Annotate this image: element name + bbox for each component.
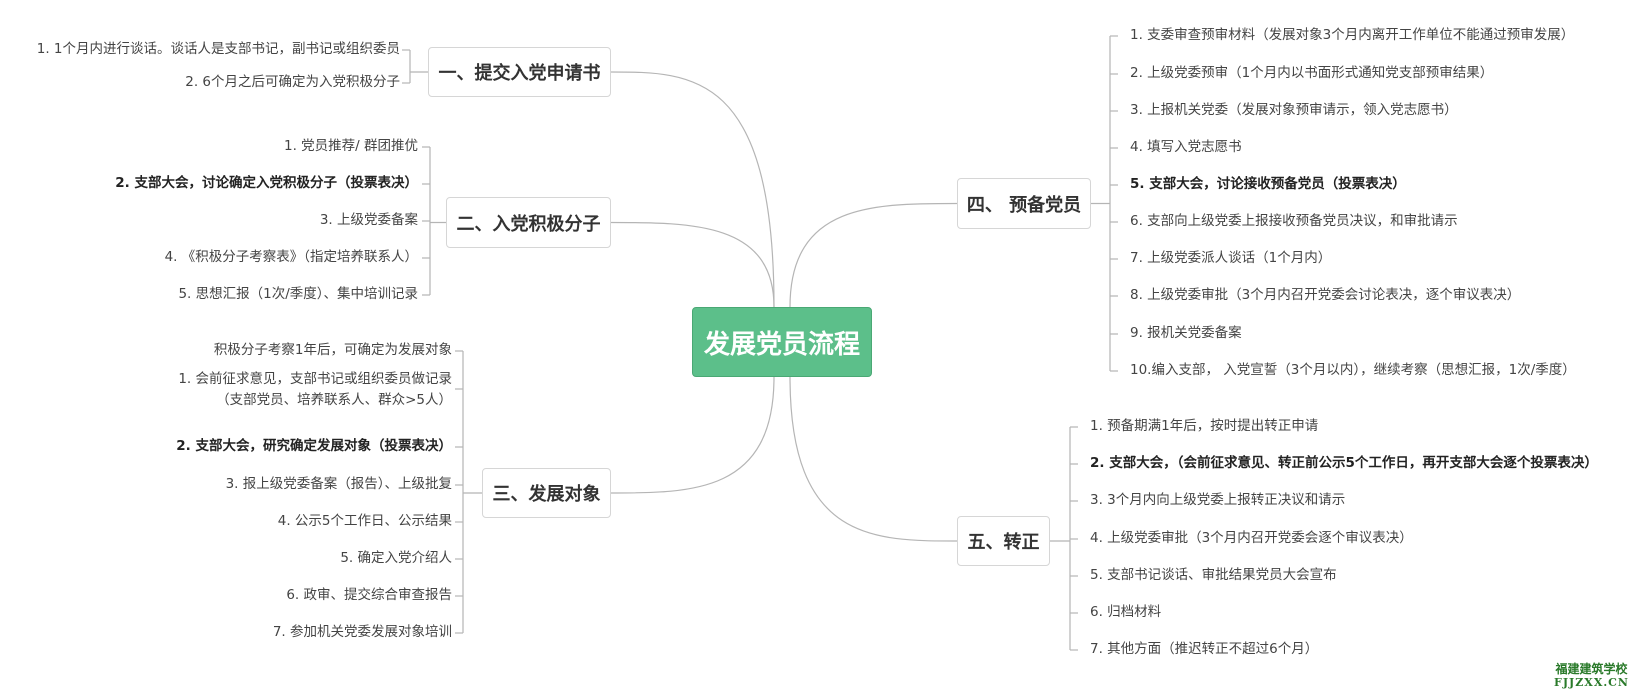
branch-5-item-7: 7. 其他方面（推迟转正不超过6个月）	[1090, 639, 1318, 659]
item-text: 4. 公示5个工作日、公示结果	[277, 513, 452, 529]
branch-4-item-5: 5. 支部大会，讨论接收预备党员（投票表决）	[1130, 174, 1406, 194]
item-text: 5. 支部书记谈话、审批结果党员大会宣布	[1090, 567, 1337, 583]
branch-5-item-6: 6. 归档材料	[1090, 602, 1161, 622]
branch-4-item-6: 6. 支部向上级党委上报接收预备党员决议，和审批请示	[1130, 211, 1458, 231]
branch-4-item-4: 4. 填写入党志愿书	[1130, 137, 1242, 157]
branch-connector-1	[610, 71, 775, 308]
item-text: 积极分子考察1年后，可确定为发展对象	[213, 342, 452, 358]
branch-node-4: 四、 预备党员	[957, 178, 1091, 229]
branch-3-item-2: 1. 会前征求意见，支部书记或组织委员做记录 （支部党员、培养联系人、群众>5人）	[178, 369, 452, 410]
branch-3-item-7: 6. 政审、提交综合审查报告	[286, 585, 452, 605]
watermark-line1: 福建建筑学校	[1555, 662, 1628, 676]
item-text: 2. 支部大会，（会前征求意见、转正前公示5个工作日，再开支部大会逐个投票表决）	[1090, 455, 1598, 471]
item-text: 5. 确定入党介绍人	[340, 550, 452, 566]
item-text: 4. 上级党委审批（3个月内召开党委会逐个审议表决）	[1090, 530, 1413, 546]
item-text: 3. 3个月内向上级党委上报转正决议和请示	[1090, 492, 1346, 508]
item-text: 7. 其他方面（推迟转正不超过6个月）	[1090, 641, 1319, 657]
item-text: 2. 支部大会，讨论确定入党积极分子（投票表决）	[115, 175, 418, 191]
branch-4-item-10: 10.编入支部， 入党宣誓（3个月以内），继续考察（思想汇报，1次/季度）	[1130, 360, 1576, 380]
branch-5-item-2: 2. 支部大会，（会前征求意见、转正前公示5个工作日，再开支部大会逐个投票表决）	[1090, 453, 1598, 473]
item-text: 4. 《积极分子考察表》（指定培养联系人）	[164, 249, 418, 265]
item-text: 6. 归档材料	[1090, 604, 1162, 620]
branch-4-item-7: 7. 上级党委派人谈话（1个月内）	[1130, 248, 1331, 268]
item-text: 1. 支委审查预审材料（发展对象3个月内离开工作单位不能通过预审发展）	[1130, 27, 1575, 43]
branch-3-item-8: 7. 参加机关党委发展对象培训	[273, 622, 452, 642]
branch-5-item-5: 5. 支部书记谈话、审批结果党员大会宣布	[1090, 565, 1337, 585]
branch-5-item-3: 3. 3个月内向上级党委上报转正决议和请示	[1090, 490, 1345, 510]
item-text: 1. 党员推荐/ 群团推优	[283, 138, 418, 154]
branch-3-item-1: 积极分子考察1年后，可确定为发展对象	[214, 340, 452, 360]
item-text: 3. 上级党委备案	[319, 212, 418, 228]
branch-5-item-1: 1. 预备期满1年后，按时提出转正申请	[1090, 416, 1318, 436]
item-text: 3. 报上级党委备案（报告）、上级批复	[225, 476, 452, 492]
root-node: 发展党员流程	[692, 307, 872, 377]
branch-5-item-4: 4. 上级党委审批（3个月内召开党委会逐个审议表决）	[1090, 528, 1413, 548]
item-text: 10.编入支部， 入党宣誓（3个月以内），继续考察（思想汇报，1次/季度）	[1130, 362, 1576, 378]
item-text: 7. 参加机关党委发展对象培训	[272, 624, 452, 640]
branch-4-item-2: 2. 上级党委预审（1个月内以书面形式通知党支部预审结果）	[1130, 63, 1493, 83]
item-text: 6. 政审、提交综合审查报告	[286, 587, 452, 603]
watermark-line2: FJJZXX.CN	[1554, 676, 1629, 689]
item-text: 5. 支部大会，讨论接收预备党员（投票表决）	[1130, 176, 1406, 192]
branch-2-item-4: 4. 《积极分子考察表》（指定培养联系人）	[165, 247, 418, 267]
item-text: 2. 上级党委预审（1个月内以书面形式通知党支部预审结果）	[1130, 65, 1494, 81]
branch-3-item-6: 5. 确定入党介绍人	[340, 548, 452, 568]
branch-4-item-3: 3. 上报机关党委（发展对象预审请示，领入党志愿书）	[1130, 100, 1458, 120]
branch-2-item-3: 3. 上级党委备案	[320, 210, 418, 230]
branch-2-item-1: 1. 党员推荐/ 群团推优	[284, 136, 418, 156]
item-text: 5. 思想汇报（1次/季度）、集中培训记录	[178, 286, 418, 302]
item-text: 1. 会前征求意见，支部书记或组织委员做记录	[178, 371, 452, 387]
item-text: 3. 上报机关党委（发展对象预审请示，领入党志愿书）	[1130, 102, 1458, 118]
branch-node-3: 三、发展对象	[482, 468, 611, 518]
item-text: 6. 支部向上级党委上报接收预备党员决议，和审批请示	[1130, 213, 1458, 229]
branch-connector-5	[789, 376, 958, 542]
branch-4-item-8: 8. 上级党委审批（3个月内召开党委会讨论表决，逐个审议表决）	[1130, 285, 1520, 305]
branch-2-item-2: 2. 支部大会，讨论确定入党积极分子（投票表决）	[115, 173, 418, 193]
branch-1-item-1: 1. 1个月内进行谈话。谈话人是支部书记，副书记或组织委员	[37, 39, 400, 59]
item-text: 2. 支部大会，研究确定发展对象（投票表决）	[176, 438, 452, 454]
branch-connector-3	[610, 376, 775, 494]
branch-4-item-1: 1. 支委审查预审材料（发展对象3个月内离开工作单位不能通过预审发展）	[1130, 25, 1574, 45]
item-text: 2. 6个月之后可确定为入党积极分子	[185, 74, 400, 90]
item-text: 9. 报机关党委备案	[1130, 325, 1242, 341]
branch-3-item-5: 4. 公示5个工作日、公示结果	[278, 511, 452, 531]
branch-1-item-2: 2. 6个月之后可确定为入党积极分子	[185, 72, 400, 92]
watermark-logo: 福建建筑学校 FJJZXX.CN	[1554, 662, 1629, 690]
item-text: 4. 填写入党志愿书	[1130, 139, 1242, 155]
item-text: 8. 上级党委审批（3个月内召开党委会讨论表决，逐个审议表决）	[1130, 287, 1521, 303]
branch-node-1: 一、提交入党申请书	[428, 47, 611, 97]
branch-3-item-4: 3. 报上级党委备案（报告）、上级批复	[226, 474, 452, 494]
item-text: 7. 上级党委派人谈话（1个月内）	[1130, 250, 1332, 266]
item-text: 1. 1个月内进行谈话。谈话人是支部书记，副书记或组织委员	[36, 41, 400, 57]
branch-connector-2	[610, 221, 775, 308]
branch-3-item-3: 2. 支部大会，研究确定发展对象（投票表决）	[176, 436, 452, 456]
branch-node-2: 二、入党积极分子	[446, 197, 611, 248]
branch-connector-4	[789, 202, 958, 308]
branch-4-item-9: 9. 报机关党委备案	[1130, 323, 1242, 343]
item-text: 1. 预备期满1年后，按时提出转正申请	[1090, 418, 1319, 434]
item-text-line2: （支部党员、培养联系人、群众>5人）	[216, 392, 452, 408]
branch-node-5: 五、转正	[957, 516, 1050, 566]
branch-2-item-5: 5. 思想汇报（1次/季度）、集中培训记录	[178, 284, 418, 304]
